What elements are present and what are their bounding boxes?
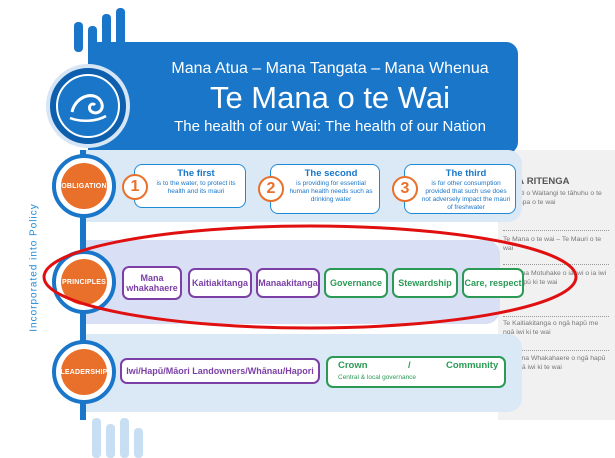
highlight-ellipse [42, 224, 578, 330]
obligation-card-1 [134, 164, 246, 208]
wave-emblem-icon [56, 74, 120, 138]
principle-stewardship: Stewardship [392, 268, 458, 298]
nga-ritenga-divider [503, 316, 609, 317]
principle-kaitiakitanga: Kaitiakitanga [188, 268, 252, 298]
nga-ritenga-item: Te Kaitiakitanga o ngā hapū me ngā iwi k… [503, 320, 599, 336]
obligation-number: 1 [122, 174, 148, 200]
principle-mana-whakahaere: Mana whakahaere [122, 266, 182, 300]
leadership-iwi-box: Iwi/Hapū/Māori Landowners/Whānau/Hapori [120, 358, 320, 384]
nga-ritenga-title: NGĀ RITENGA [503, 176, 570, 187]
principle-care-respect: Care, respect [462, 268, 524, 298]
leadership-crown-box [326, 356, 506, 388]
obligation-text: is for other consumption provided that s… [421, 180, 511, 211]
obligation-title: The second [304, 168, 358, 179]
principle-governance: Governance [324, 268, 388, 298]
leadership-community: Community [446, 360, 499, 371]
obligation-title: The third [445, 168, 487, 179]
header-tagline: The health of our Wai: The health of our… [174, 118, 486, 135]
obligation-text: is to the water, to protect its health a… [156, 180, 236, 195]
header-banner [88, 42, 518, 154]
leadership-crown: Crown [338, 360, 368, 371]
obligation-label: OBLIGATION [61, 163, 107, 209]
obligation-circle: OBLIGATION [52, 154, 116, 218]
nga-ritenga-item: Te Mana Whakahaere o ngā hapū me ngā iwi… [503, 355, 606, 371]
nga-ritenga-divider [503, 230, 609, 231]
obligation-text: is providing for essential human health … [289, 180, 373, 203]
nga-ritenga-item: Te Tiriti o Waitangi te tāhuhu o te Kaup… [503, 190, 602, 206]
decorative-bars-bottom [92, 418, 143, 458]
leadership-circle: LEADERSHIP [52, 340, 116, 404]
obligation-number: 2 [258, 176, 284, 202]
leadership-governance-note: Central & local governance [338, 374, 417, 381]
obligation-title: The first [177, 168, 215, 179]
nga-ritenga-item: Te Mana o te wai – Te Mauri o te wai [503, 236, 602, 252]
page-title: Te Mana o te Wai [209, 80, 451, 115]
side-label: Incorporated into Policy [28, 203, 40, 332]
nga-ritenga-divider [503, 264, 609, 265]
leadership-slash: / [408, 360, 411, 371]
obligation-card-2 [270, 164, 380, 214]
leadership-label: LEADERSHIP [60, 349, 107, 395]
header-subtitle: Mana Atua – Mana Tangata – Mana Whenua [171, 60, 489, 77]
nga-ritenga-item: Te Mana Motuhake o ia iwi o ia iwi o ia … [503, 270, 607, 286]
obligation-number: 3 [392, 176, 418, 202]
principle-manaakitanga: Manaakitanga [256, 268, 320, 298]
nga-ritenga-divider [503, 350, 609, 351]
obligation-card-3 [404, 164, 516, 214]
